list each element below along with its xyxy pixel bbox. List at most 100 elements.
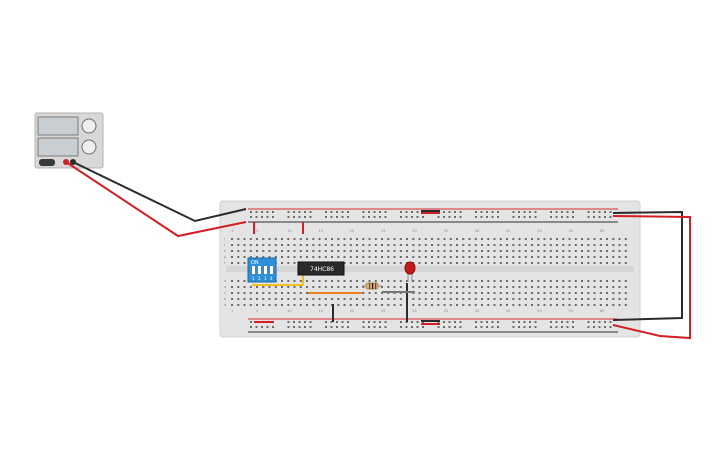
rail-hole[interactable]	[555, 326, 558, 328]
rail-hole[interactable]	[416, 326, 419, 328]
breadboard-hole[interactable]	[349, 256, 352, 258]
breadboard-hole[interactable]	[556, 238, 558, 240]
rail-hole[interactable]	[572, 216, 574, 218]
breadboard-hole[interactable]	[281, 286, 283, 288]
breadboard-hole[interactable]	[299, 280, 302, 282]
rail-hole[interactable]	[400, 321, 402, 323]
breadboard-hole[interactable]	[274, 250, 277, 252]
breadboard-hole[interactable]	[581, 280, 583, 282]
breadboard-hole[interactable]	[456, 280, 458, 282]
rail-hole[interactable]	[512, 211, 515, 213]
breadboard-hole[interactable]	[343, 250, 346, 252]
breadboard-hole[interactable]	[343, 298, 346, 300]
breadboard-hole[interactable]	[612, 250, 615, 252]
breadboard-hole[interactable]	[424, 262, 427, 264]
rail-hole[interactable]	[384, 326, 387, 328]
breadboard-hole[interactable]	[531, 304, 533, 306]
breadboard-hole[interactable]	[262, 238, 265, 240]
rail-hole[interactable]	[587, 321, 590, 323]
breadboard-hole[interactable]	[337, 304, 340, 306]
breadboard-hole[interactable]	[437, 286, 440, 288]
breadboard-hole[interactable]	[618, 304, 621, 306]
breadboard-hole[interactable]	[431, 280, 433, 282]
breadboard-hole[interactable]	[262, 286, 265, 288]
rail-hole[interactable]	[373, 326, 376, 328]
breadboard-hole[interactable]	[568, 292, 571, 294]
breadboard-hole[interactable]	[399, 298, 402, 300]
breadboard-hole[interactable]	[374, 238, 377, 240]
breadboard-hole[interactable]	[449, 304, 452, 306]
breadboard-hole[interactable]	[518, 304, 521, 306]
rail-hole[interactable]	[362, 216, 365, 218]
breadboard-hole[interactable]	[506, 286, 508, 288]
breadboard-hole[interactable]	[456, 304, 458, 306]
breadboard-hole[interactable]	[274, 256, 277, 258]
breadboard-hole[interactable]	[481, 244, 483, 246]
breadboard-hole[interactable]	[587, 304, 590, 306]
breadboard-hole[interactable]	[549, 262, 552, 264]
rail-hole[interactable]	[272, 326, 274, 328]
breadboard-hole[interactable]	[574, 256, 577, 258]
breadboard-hole[interactable]	[381, 238, 383, 240]
breadboard-hole[interactable]	[606, 280, 608, 282]
breadboard-hole[interactable]	[424, 304, 427, 306]
rail-hole[interactable]	[379, 321, 381, 323]
breadboard-hole[interactable]	[362, 256, 365, 258]
rail-hole[interactable]	[405, 216, 408, 218]
breadboard-hole[interactable]	[443, 238, 446, 240]
breadboard-hole[interactable]	[499, 238, 502, 240]
rail-hole[interactable]	[518, 216, 520, 218]
breadboard-hole[interactable]	[412, 250, 415, 252]
breadboard-hole[interactable]	[612, 298, 615, 300]
breadboard-hole[interactable]	[593, 286, 596, 288]
rail-hole[interactable]	[411, 211, 413, 213]
rail-hole[interactable]	[422, 326, 424, 328]
breadboard-hole[interactable]	[568, 298, 571, 300]
breadboard-hole[interactable]	[262, 244, 265, 246]
breadboard-hole[interactable]	[418, 280, 421, 282]
breadboard-hole[interactable]	[318, 286, 321, 288]
rail-hole[interactable]	[272, 216, 274, 218]
breadboard-hole[interactable]	[368, 238, 371, 240]
rail-hole[interactable]	[368, 321, 370, 323]
rail-hole[interactable]	[512, 321, 515, 323]
rail-hole[interactable]	[572, 326, 574, 328]
breadboard-hole[interactable]	[287, 304, 290, 306]
breadboard-hole[interactable]	[349, 262, 352, 264]
rail-hole[interactable]	[250, 211, 252, 213]
breadboard-hole[interactable]	[581, 256, 583, 258]
breadboard-hole[interactable]	[381, 298, 383, 300]
rail-hole[interactable]	[293, 326, 295, 328]
breadboard-hole[interactable]	[343, 256, 346, 258]
breadboard-hole[interactable]	[281, 292, 283, 294]
rail-hole[interactable]	[384, 211, 387, 213]
breadboard-hole[interactable]	[612, 304, 615, 306]
breadboard-hole[interactable]	[468, 292, 471, 294]
breadboard-hole[interactable]	[487, 250, 490, 252]
breadboard-hole[interactable]	[449, 238, 452, 240]
breadboard-hole[interactable]	[612, 244, 615, 246]
breadboard-hole[interactable]	[606, 244, 608, 246]
rail-hole[interactable]	[347, 326, 349, 328]
breadboard-hole[interactable]	[581, 304, 583, 306]
rail-hole[interactable]	[443, 216, 445, 218]
rail-hole[interactable]	[384, 321, 387, 323]
rail-hole[interactable]	[534, 211, 537, 213]
rail-hole[interactable]	[347, 216, 349, 218]
breadboard-hole[interactable]	[581, 250, 583, 252]
rail-hole[interactable]	[384, 216, 387, 218]
breadboard-hole[interactable]	[449, 298, 452, 300]
breadboard-hole[interactable]	[537, 304, 540, 306]
breadboard-hole[interactable]	[606, 298, 608, 300]
breadboard-hole[interactable]	[524, 292, 527, 294]
breadboard-hole[interactable]	[406, 280, 408, 282]
breadboard-hole[interactable]	[537, 244, 540, 246]
breadboard-hole[interactable]	[268, 238, 271, 240]
breadboard-hole[interactable]	[362, 244, 365, 246]
breadboard-hole[interactable]	[474, 304, 477, 306]
rail-hole[interactable]	[448, 321, 451, 323]
breadboard-hole[interactable]	[581, 262, 583, 264]
breadboard-hole[interactable]	[356, 256, 358, 258]
rail-hole[interactable]	[486, 211, 488, 213]
